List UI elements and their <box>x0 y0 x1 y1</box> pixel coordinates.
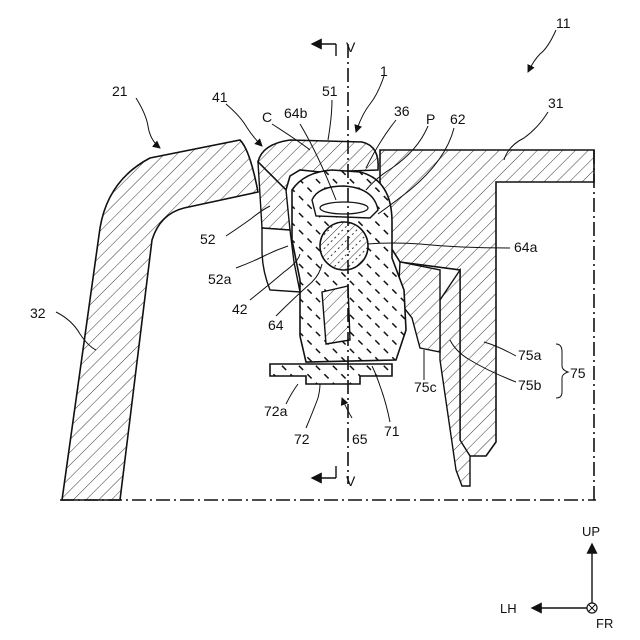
core-64a <box>320 222 368 270</box>
label-P: P <box>426 111 435 127</box>
label-36: 36 <box>394 103 410 119</box>
label-72: 72 <box>294 431 310 447</box>
leader-11 <box>528 30 556 72</box>
label-v-top: V <box>346 39 356 55</box>
label-lh: LH <box>500 601 517 616</box>
label-64: 64 <box>268 317 284 333</box>
leader-72a <box>286 384 298 404</box>
flange-72 <box>270 364 392 384</box>
label-64b: 64b <box>284 105 308 121</box>
leader-21 <box>136 98 160 148</box>
label-31: 31 <box>548 95 564 111</box>
label-75b: 75b <box>518 377 542 393</box>
brace-75 <box>556 344 568 398</box>
label-41: 41 <box>212 89 228 105</box>
label-62: 62 <box>450 111 466 127</box>
label-51: 51 <box>322 83 338 99</box>
leader-41 <box>226 104 262 146</box>
leg-64 <box>322 286 350 344</box>
label-1: 1 <box>380 63 388 79</box>
leader-72 <box>306 384 320 428</box>
panel-32 <box>62 140 258 500</box>
label-C: C <box>262 109 272 125</box>
label-fr: FR <box>596 616 613 631</box>
label-21: 21 <box>112 83 128 99</box>
label-72a: 72a <box>264 403 288 419</box>
leader-65 <box>342 398 352 418</box>
label-11: 11 <box>556 15 571 31</box>
label-75c: 75c <box>414 379 437 395</box>
label-52: 52 <box>200 231 216 247</box>
label-71: 71 <box>384 423 400 439</box>
label-65: 65 <box>352 431 368 447</box>
label-v-bottom: V <box>346 473 356 489</box>
slot-64b <box>320 202 368 214</box>
label-75: 75 <box>570 365 586 381</box>
label-52a: 52a <box>208 271 232 287</box>
label-32: 32 <box>30 305 46 321</box>
label-up: UP <box>582 524 600 539</box>
label-75a: 75a <box>518 347 542 363</box>
label-64a: 64a <box>514 239 538 255</box>
leader-1 <box>356 76 384 132</box>
label-42: 42 <box>232 301 248 317</box>
leader-51 <box>328 100 332 140</box>
